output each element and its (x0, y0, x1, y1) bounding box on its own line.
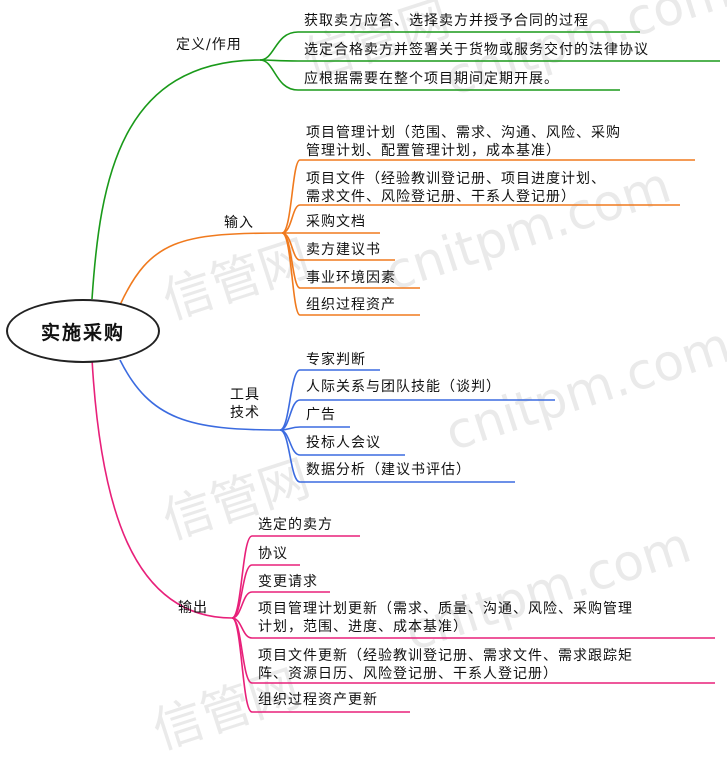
trunk-line (119, 232, 283, 306)
item-underline (259, 59, 720, 62)
input-item: 卖方建议书 (306, 242, 381, 258)
item-underline (231, 591, 330, 619)
item-underline (281, 159, 695, 234)
input-item: 事业环境因素 (306, 270, 396, 286)
definition-item: 应根据需要在整个项目期间定期开展。 (304, 71, 559, 87)
root-label: 实施采购 (40, 321, 125, 344)
branch-definition-lines (91, 31, 720, 300)
branch-output-lines (91, 358, 715, 713)
branch-label-input: 输入 (224, 215, 254, 231)
output-item: 组织过程资产更新 (258, 692, 378, 708)
item-underline (259, 59, 620, 91)
tools-item: 人际关系与团队技能（谈判） (306, 379, 501, 395)
branch-label-tools: 工具 技术 (230, 387, 260, 421)
item-underline (231, 535, 360, 619)
tools-item: 广告 (306, 407, 336, 423)
branch-tools-lines (119, 359, 555, 483)
branch-label-output: 输出 (178, 600, 208, 616)
item-underline (279, 426, 350, 431)
item-underline (281, 232, 420, 316)
output-item: 项目文件更新（经验教训登记册、需求文件、需求跟踪矩 阵、资源日历、风险登记册、干… (258, 648, 633, 682)
trunk-line (119, 359, 281, 431)
definition-item: 获取卖方应答、选择卖方并授予合同的过程 (304, 13, 589, 29)
item-underline (279, 429, 515, 483)
definition-item: 选定合格卖方并签署关于货物或服务交付的法律协议 (304, 42, 649, 58)
root-node: 实施采购 (6, 299, 160, 363)
input-item: 项目管理计划（范围、需求、沟通、风险、采购 管理计划、配置管理计划，成本基准） (306, 125, 621, 159)
tools-item: 专家判断 (306, 352, 366, 368)
trunk-line (91, 59, 261, 300)
output-item: 变更请求 (258, 574, 318, 590)
item-underline (279, 399, 555, 431)
item-underline (259, 31, 640, 61)
trunk-line (91, 358, 233, 619)
input-item: 组织过程资产 (306, 297, 396, 313)
branch-input-lines (119, 159, 695, 316)
mindmap-connectors (91, 31, 720, 713)
tools-item: 数据分析（建议书评估） (306, 462, 471, 478)
tools-item: 投标人会议 (306, 435, 381, 451)
item-underline (281, 204, 680, 234)
item-underline (231, 617, 410, 713)
input-item: 采购文档 (306, 214, 366, 230)
branch-label-definition: 定义/作用 (176, 37, 242, 53)
output-item: 协议 (258, 546, 288, 562)
output-item: 选定的卖方 (258, 517, 333, 533)
input-item: 项目文件（经验教训登记册、项目进度计划、 需求文件、风险登记册、干系人登记册） (306, 171, 606, 205)
output-item: 项目管理计划更新（需求、质量、沟通、风险、采购管理 计划，范围、进度、成本基准） (258, 601, 633, 635)
